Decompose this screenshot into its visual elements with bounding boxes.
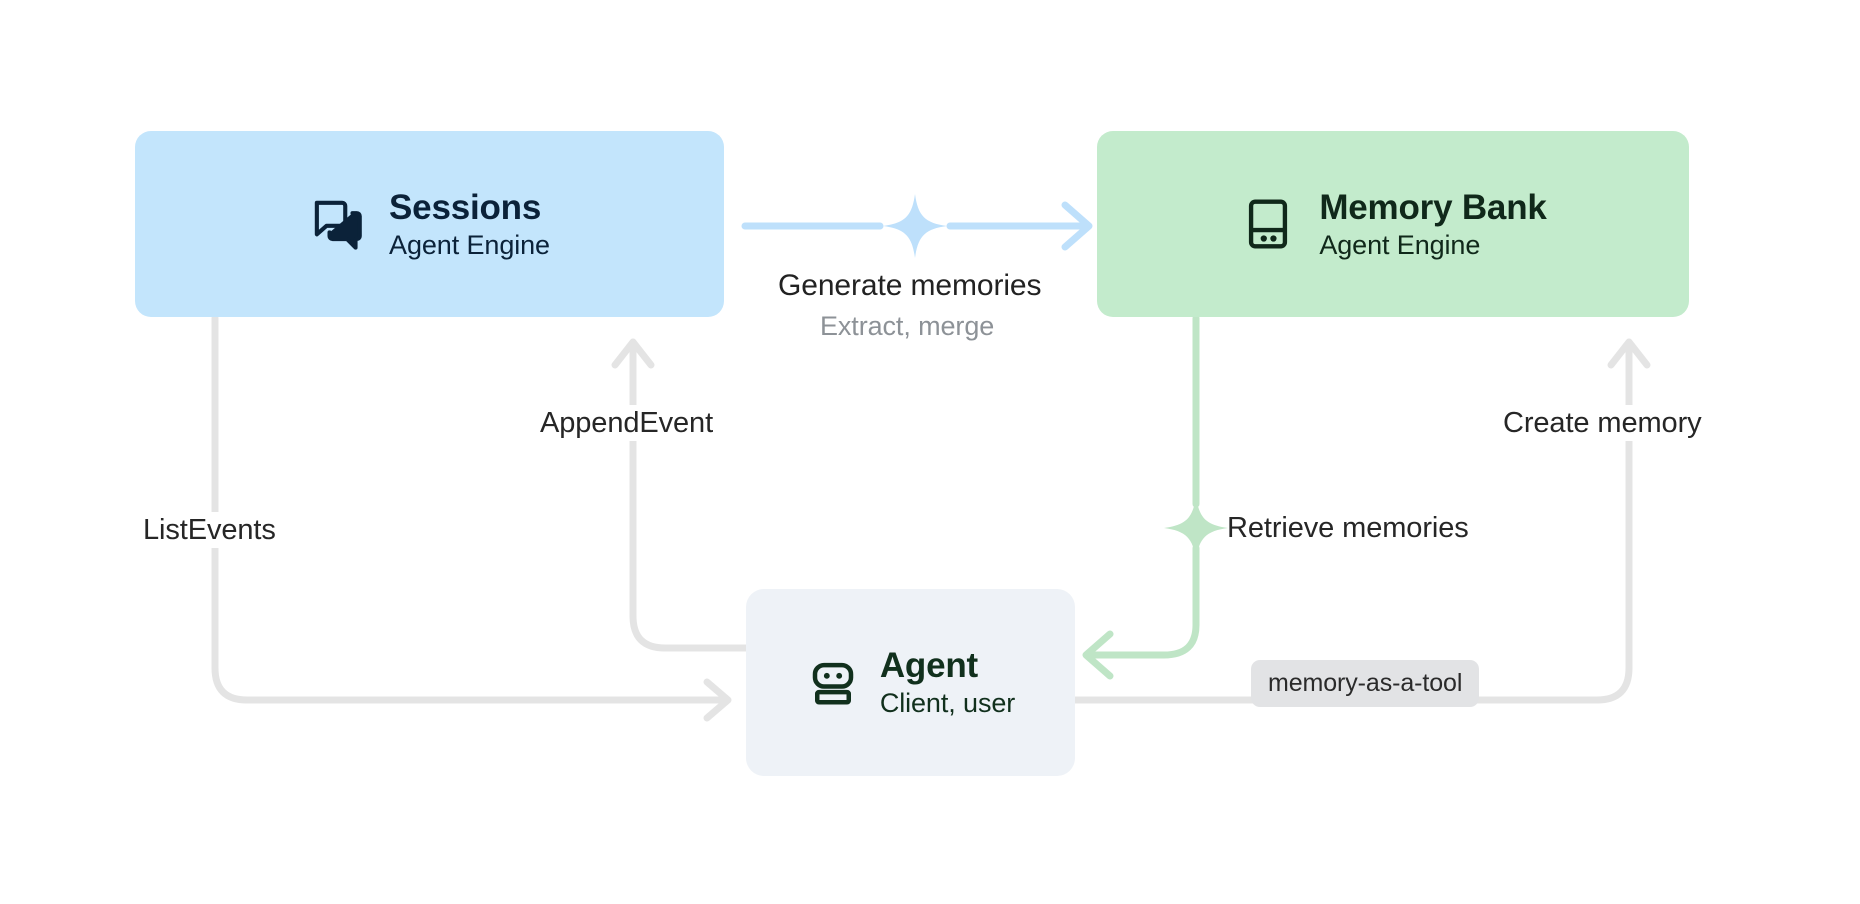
node-agent[interactable]: Agent Client, user	[746, 589, 1075, 776]
node-memory-bank-text: Memory Bank Agent Engine	[1319, 187, 1547, 260]
robot-head-icon	[812, 663, 854, 705]
node-memory-bank-title: Memory Bank	[1319, 187, 1547, 227]
database-storage-icon	[1249, 199, 1288, 249]
node-sessions[interactable]: Sessions Agent Engine	[135, 131, 724, 317]
edge-label-create-memory: Create memory	[1494, 405, 1711, 442]
node-sessions-subtitle: Agent Engine	[389, 229, 550, 260]
node-agent-subtitle: Client, user	[879, 688, 1016, 719]
edge-create-memory	[1071, 338, 1651, 704]
node-sessions-text: Sessions Agent Engine	[389, 188, 550, 260]
node-agent-content: Agent Client, user	[806, 646, 1015, 718]
sparkle-icon-blue	[883, 194, 947, 258]
node-sessions-title: Sessions	[389, 187, 542, 227]
edge-label-append-event: AppendEvent	[531, 405, 723, 442]
forum-chat-bubbles-icon	[314, 200, 362, 250]
edge-label-list-events: ListEvents	[134, 512, 285, 549]
edge-sublabel-extract-merge: Extract, merge	[820, 311, 995, 341]
node-sessions-content: Sessions Agent Engine	[309, 188, 550, 260]
node-agent-text: Agent Client, user	[880, 646, 1015, 718]
edge-append-event	[611, 338, 750, 652]
edge-label-generate-memories: Generate memories	[778, 269, 1042, 302]
edge-label-retrieve-memories: Retrieve memories	[1227, 512, 1469, 544]
badge-memory-as-a-tool: memory-as-a-tool	[1251, 660, 1480, 707]
node-memory-bank[interactable]: Memory Bank Agent Engine	[1097, 131, 1689, 317]
node-memory-bank-content: Memory Bank Agent Engine	[1239, 187, 1547, 260]
node-memory-bank-subtitle: Agent Engine	[1319, 229, 1481, 260]
node-agent-title: Agent	[879, 646, 978, 686]
edge-list-events	[211, 314, 732, 722]
sparkle-icon-green	[1164, 496, 1228, 560]
edge-generate-memories	[741, 194, 1093, 258]
edge-retrieve-memories	[1082, 314, 1228, 680]
